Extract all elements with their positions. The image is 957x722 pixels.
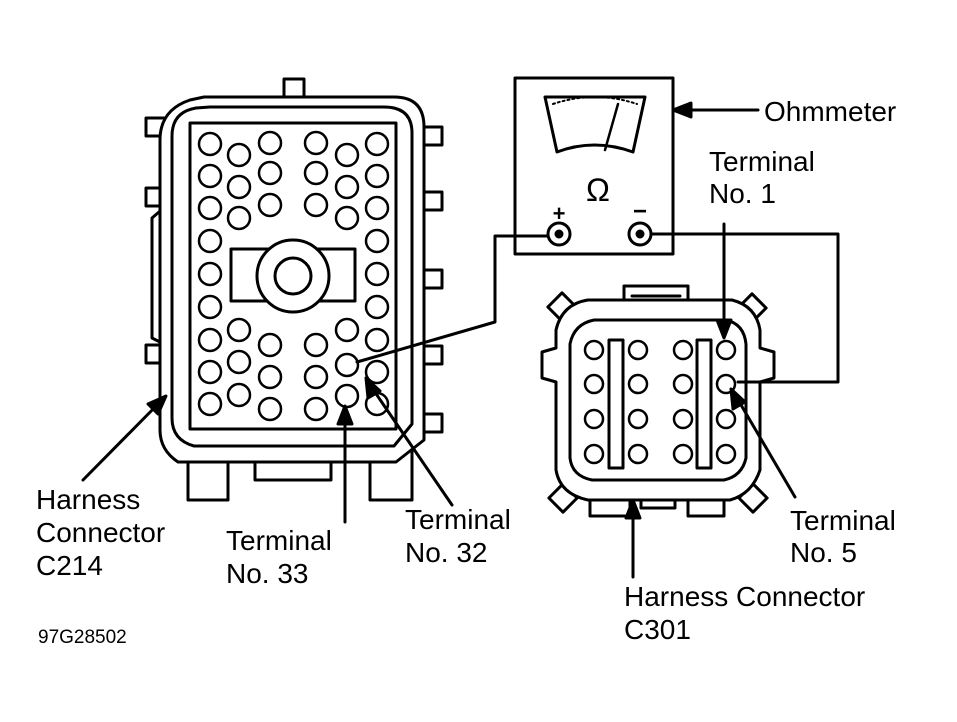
terminal-5-label-line2: No. 5 [790,537,857,568]
ohm-symbol: Ω [586,172,610,208]
terminal-1-label-line2: No. 1 [709,178,776,209]
c214-label-line1: Harness [36,484,141,515]
c214-label-line2: Connector [36,517,166,548]
terminal-33-label-line2: No. 33 [226,558,309,589]
terminal-5-label-line1: Terminal [790,505,896,536]
terminal-33-label-line1: Terminal [226,525,332,556]
leader-arrows [81,101,797,579]
positive-sign: + [553,201,566,226]
terminal-32-label-line1: Terminal [405,504,511,535]
c214-label-line3: C214 [36,550,103,581]
negative-sign: − [633,198,647,225]
positive-test-lead [355,234,550,364]
c301-label-line1: Harness Connector [624,581,866,612]
ohmmeter-label: Ohmmeter [764,96,897,127]
harness-connector-c301 [540,284,776,518]
terminal-32-label-line2: No. 32 [405,537,488,568]
ohmmeter [513,76,675,256]
figure-code: 97G28502 [38,627,127,648]
c301-label-line2: C301 [624,614,691,645]
harness-connector-c214 [144,77,444,502]
ohmmeter-positive-terminal [546,221,572,247]
terminal-1-label-line1: Terminal [709,146,815,177]
negative-test-lead [649,232,840,384]
